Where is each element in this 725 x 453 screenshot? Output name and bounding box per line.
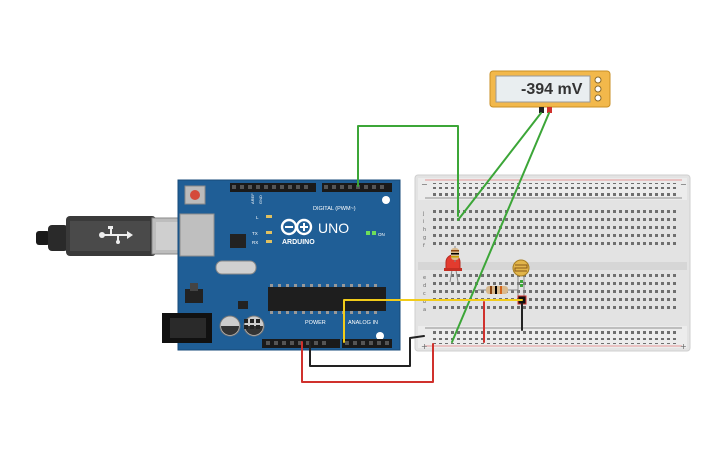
svg-text:h: h: [423, 227, 426, 233]
wires: [301, 112, 550, 383]
svg-text:+: +: [680, 342, 687, 351]
svg-text:b: b: [423, 299, 426, 305]
uno-model: UNO: [318, 220, 349, 236]
voltage-regulator: [185, 289, 203, 303]
svg-text:j: j: [422, 211, 424, 217]
black-wire[interactable]: [309, 335, 425, 367]
yellow-wire[interactable]: [343, 299, 523, 343]
svg-text:g: g: [423, 235, 426, 241]
arduino-logo: ARDUINO UNO: [280, 218, 349, 246]
svg-text:TX: TX: [252, 231, 258, 236]
digital-header[interactable]: [230, 183, 392, 192]
svg-text:i: i: [423, 219, 424, 225]
dc-power-jack[interactable]: [162, 313, 212, 343]
green-wire[interactable]: [451, 112, 550, 343]
usb-chip: [230, 234, 246, 248]
svg-text:a: a: [423, 307, 426, 313]
svg-text:c: c: [423, 291, 426, 297]
icsp-header: [244, 319, 260, 329]
svg-text:d: d: [423, 283, 426, 289]
resistor[interactable]: [478, 286, 518, 294]
svg-text:RX: RX: [252, 240, 258, 245]
multimeter-reading: -394 mV: [521, 81, 583, 98]
usb-jack: [179, 213, 215, 257]
power-label: POWER: [305, 320, 326, 326]
mode-selector-icon[interactable]: [594, 76, 602, 102]
crystal-oscillator: [215, 260, 257, 275]
status-leds: L TX RX: [252, 215, 272, 245]
aref-label: AREF: [250, 193, 255, 204]
svg-text:+: +: [421, 342, 428, 351]
svg-text:e: e: [423, 275, 426, 281]
analog-header[interactable]: [342, 339, 392, 348]
svg-text:f: f: [423, 243, 425, 249]
green-wire[interactable]: [357, 125, 459, 217]
svg-text:L: L: [256, 215, 259, 220]
red-wire[interactable]: [301, 341, 434, 383]
analog-in-label: ANALOG IN: [348, 320, 378, 326]
on-label: ON: [378, 232, 385, 237]
arduino-uno-board[interactable]: AREF GND DIGITAL (PWM~) L TX RX ARDUINO …: [162, 179, 401, 351]
digital-label: DIGITAL (PWM~): [313, 206, 356, 212]
resistor[interactable]: [451, 246, 459, 262]
arduino-brand: ARDUINO: [282, 239, 315, 246]
usb-icon: [99, 226, 133, 244]
svg-text:−: −: [421, 180, 428, 189]
multimeter[interactable]: -394 mV: [489, 70, 611, 113]
photoresistor[interactable]: [512, 259, 530, 298]
svg-text:−: −: [680, 180, 687, 189]
capacitor: [219, 315, 241, 337]
reset-button[interactable]: [184, 185, 206, 205]
gnd-label: GND: [258, 195, 263, 204]
green-wire[interactable]: [457, 112, 542, 221]
